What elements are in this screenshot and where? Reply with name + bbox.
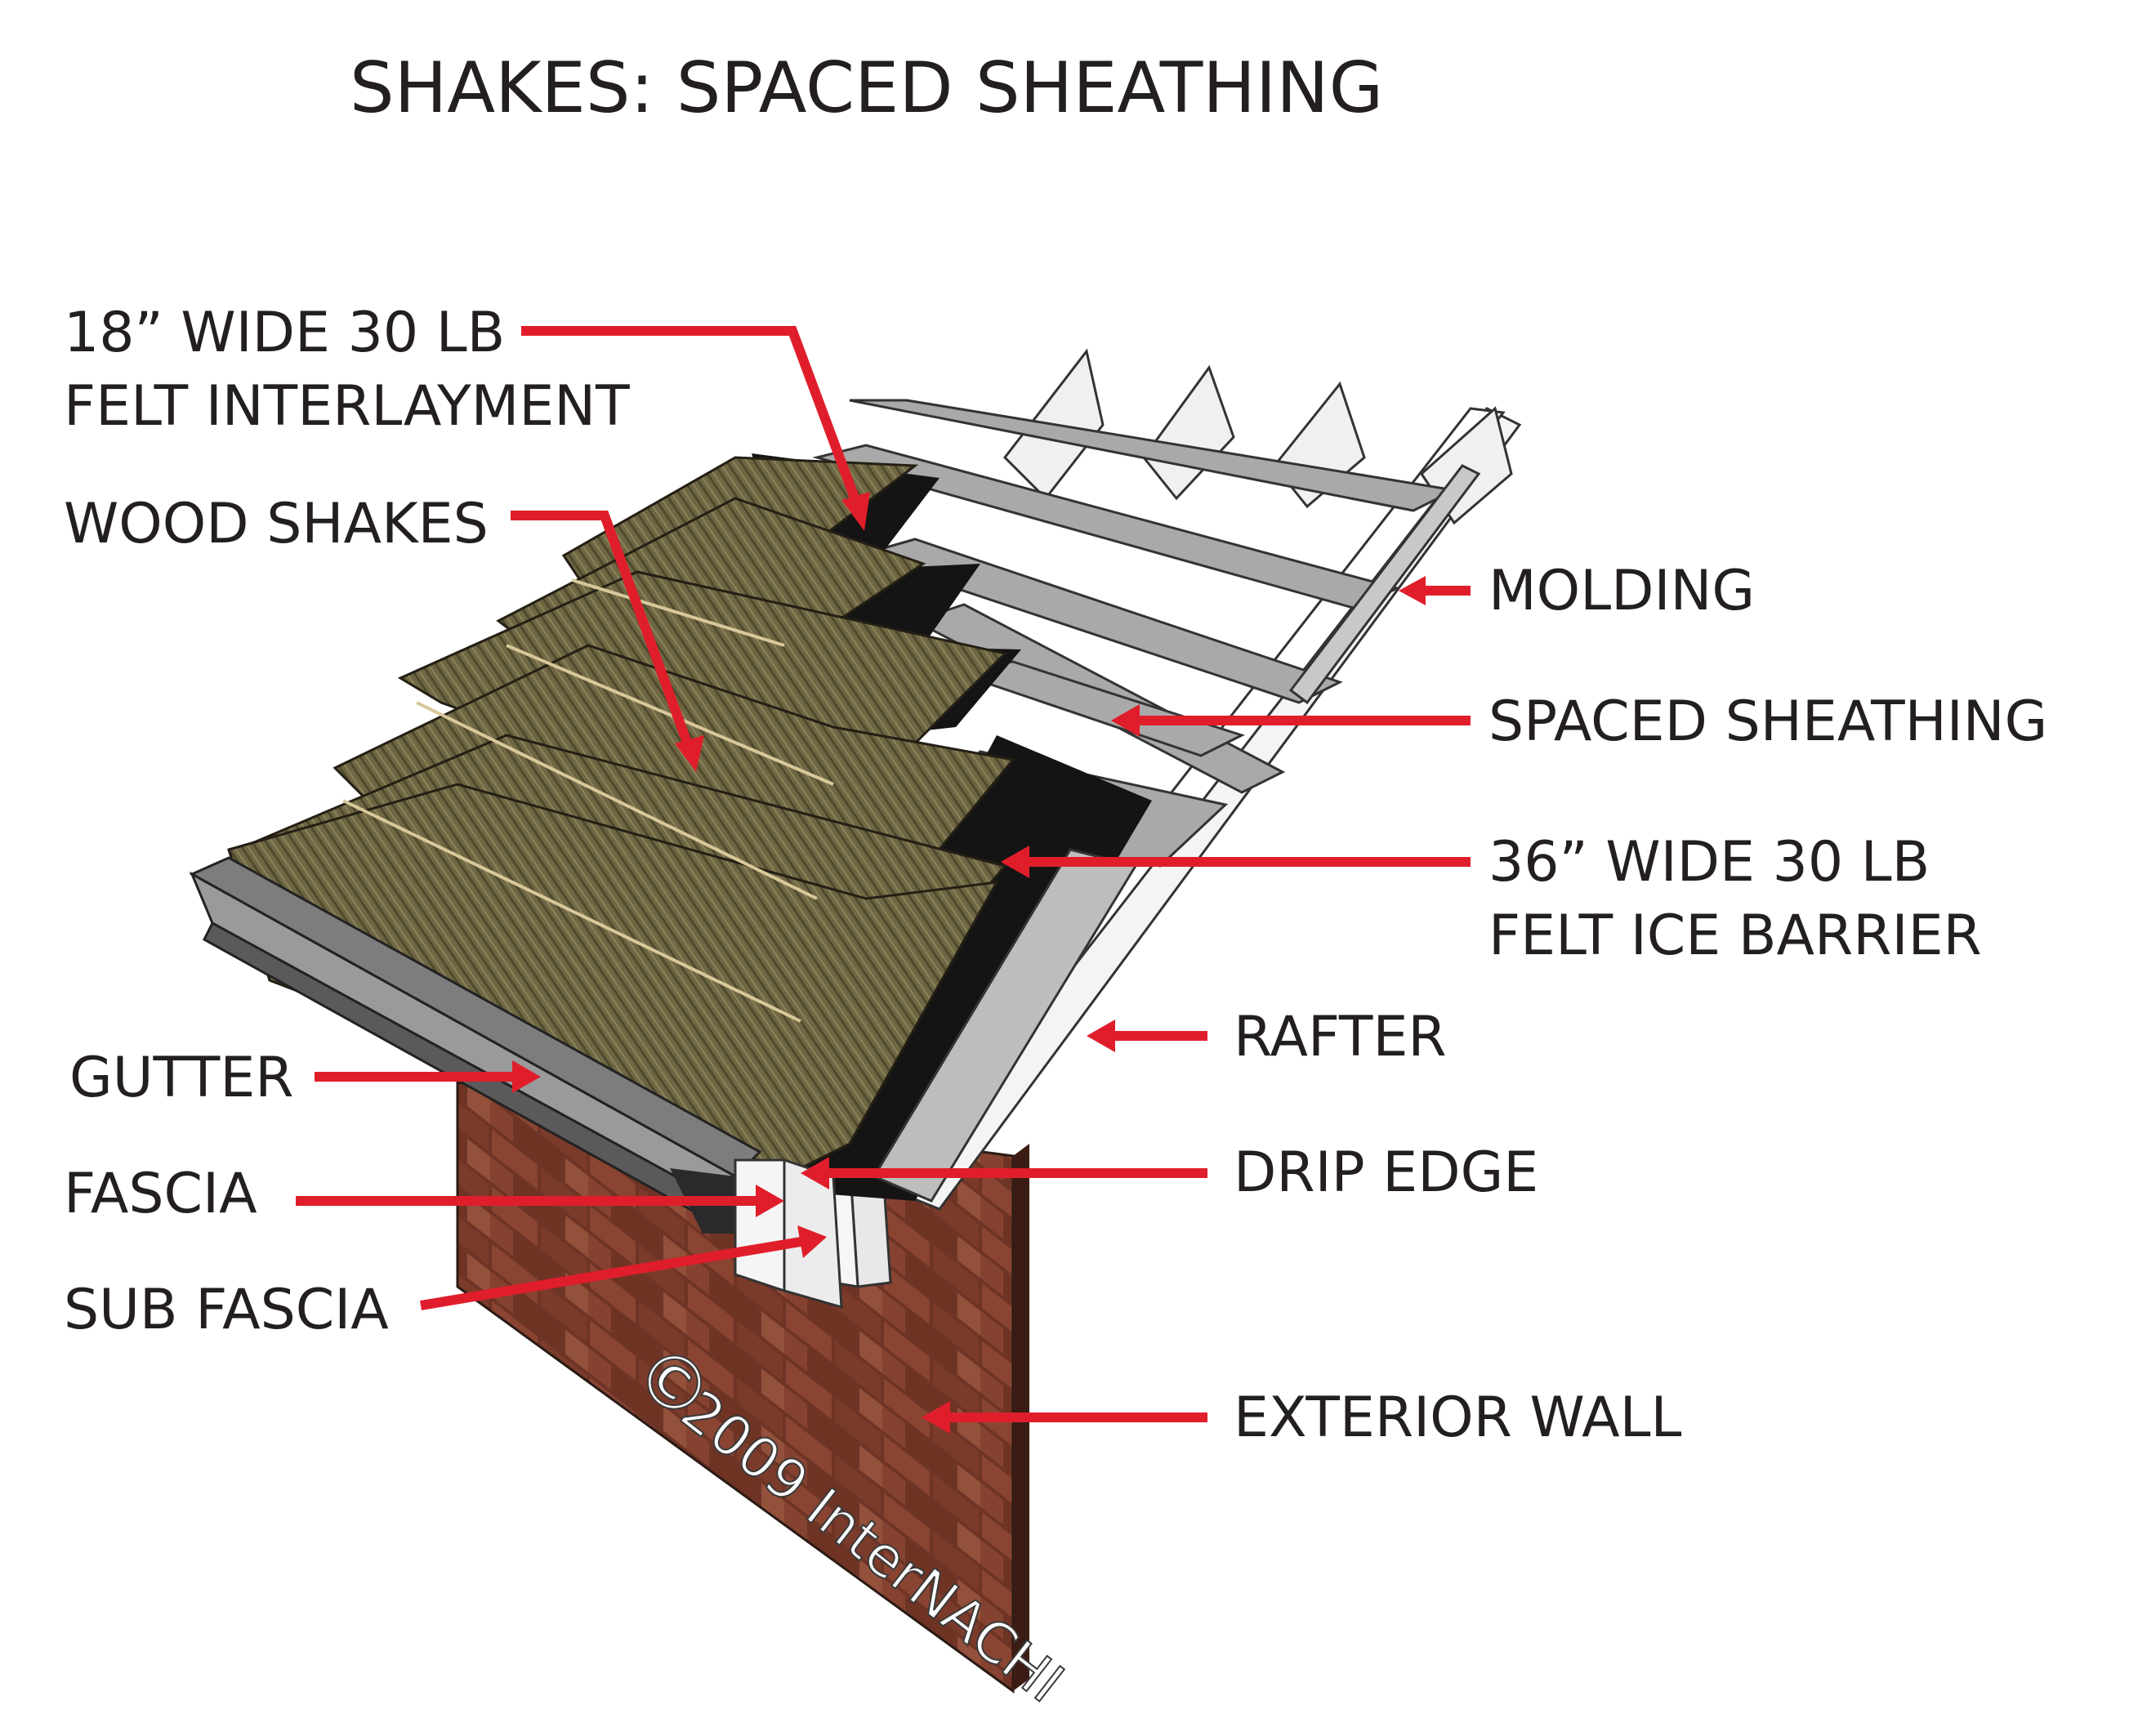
fascia-shape [734, 1158, 843, 1310]
label-fascia: FASCIA [64, 1162, 257, 1226]
label-felt-interlayment-line-2: FELT INTERLAYMENT [64, 374, 630, 439]
label-drip-edge: DRIP EDGE [1234, 1140, 1539, 1205]
label-molding: MOLDING [1489, 559, 1756, 623]
wood-shake-courses [227, 456, 1015, 1178]
page-title: SHAKES: SPACED SHEATHING [350, 47, 1384, 129]
leader-wood-shakes [511, 511, 695, 754]
molding-shape [1288, 464, 1481, 705]
label-ice-barrier-line-1: 36” WIDE 30 LB [1489, 830, 1930, 895]
sheathing-boards [812, 399, 1458, 868]
leader-sub-fascia [420, 1237, 801, 1310]
label-spaced-sheathing: SPACED SHEATHING [1489, 689, 2048, 754]
label-exterior-wall: EXTERIOR WALL [1234, 1386, 1682, 1450]
label-wood-shakes: WOOD SHAKES [64, 492, 489, 556]
label-felt-interlayment-line-1: 18” WIDE 30 LB [64, 301, 506, 365]
leader-felt-interlayment [521, 326, 863, 509]
label-ice-barrier-line-2: FELT ICE BARRIER [1489, 904, 1982, 968]
label-gutter: GUTTER [69, 1046, 294, 1110]
label-sub-fascia: SUB FASCIA [64, 1278, 389, 1342]
label-rafter: RAFTER [1234, 1005, 1447, 1069]
leader-lines [296, 326, 1471, 1434]
